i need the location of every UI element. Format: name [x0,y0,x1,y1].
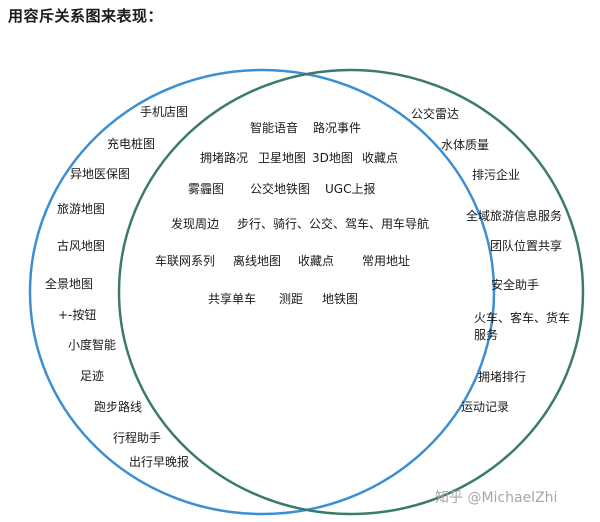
left-item: 足迹 [80,369,105,383]
right-circle [117,68,585,516]
right-item: 水体质量 [441,138,490,152]
right-item: 团队位置共享 [490,239,563,253]
left-circle [28,68,496,516]
right-item: 公交雷达 [411,107,460,121]
common-item: 发现周边 [171,217,220,231]
common-item: 收藏点 [362,151,399,165]
common-item: 收藏点 [298,254,335,268]
common-item: UGC上报 [325,182,376,196]
right-item: 服务 [474,328,499,342]
left-item: 异地医保图 [70,167,131,181]
common-item: 测距 [279,292,304,306]
right-item: 安全助手 [491,278,540,292]
common-item: 路况事件 [313,121,362,135]
left-item: 旅游地图 [57,202,106,216]
watermark: 知乎 @MichaelZhi [435,490,558,506]
common-item: 车联网系列 [155,254,216,268]
page-title: 用容斥关系图来表现： [8,7,164,25]
common-item: 共享单车 [208,292,257,306]
common-item: 3D地图 [312,151,353,165]
left-item: 全景地图 [45,277,94,291]
left-item: 手机店图 [140,105,189,119]
left-item: 古风地图 [57,239,106,253]
common-item: 离线地图 [233,254,282,268]
common-item: 常用地址 [362,254,411,268]
left-item: +-按钮 [58,308,97,322]
right-item: 全域旅游信息服务 [466,209,563,223]
left-item: 小度智能 [68,338,117,352]
right-item: 火车、客车、货车 [474,311,571,325]
right-item: 拥堵排行 [478,370,527,384]
left-item: 行程助手 [113,431,162,445]
right-item: 排污企业 [472,168,521,182]
common-item: 智能语音 [250,121,299,135]
right-item: 运动记录 [461,400,510,414]
common-item: 公交地铁图 [250,182,311,196]
common-item: 卫星地图 [258,151,307,165]
common-item: 拥堵路况 [200,151,249,165]
left-item: 充电桩图 [107,137,156,151]
common-item: 雾霾图 [188,182,225,196]
left-item: 出行早晚报 [129,455,190,469]
common-item: 地铁图 [322,292,359,306]
left-item: 跑步路线 [94,400,143,414]
common-item: 步行、骑行、公交、驾车、用车导航 [237,217,430,231]
